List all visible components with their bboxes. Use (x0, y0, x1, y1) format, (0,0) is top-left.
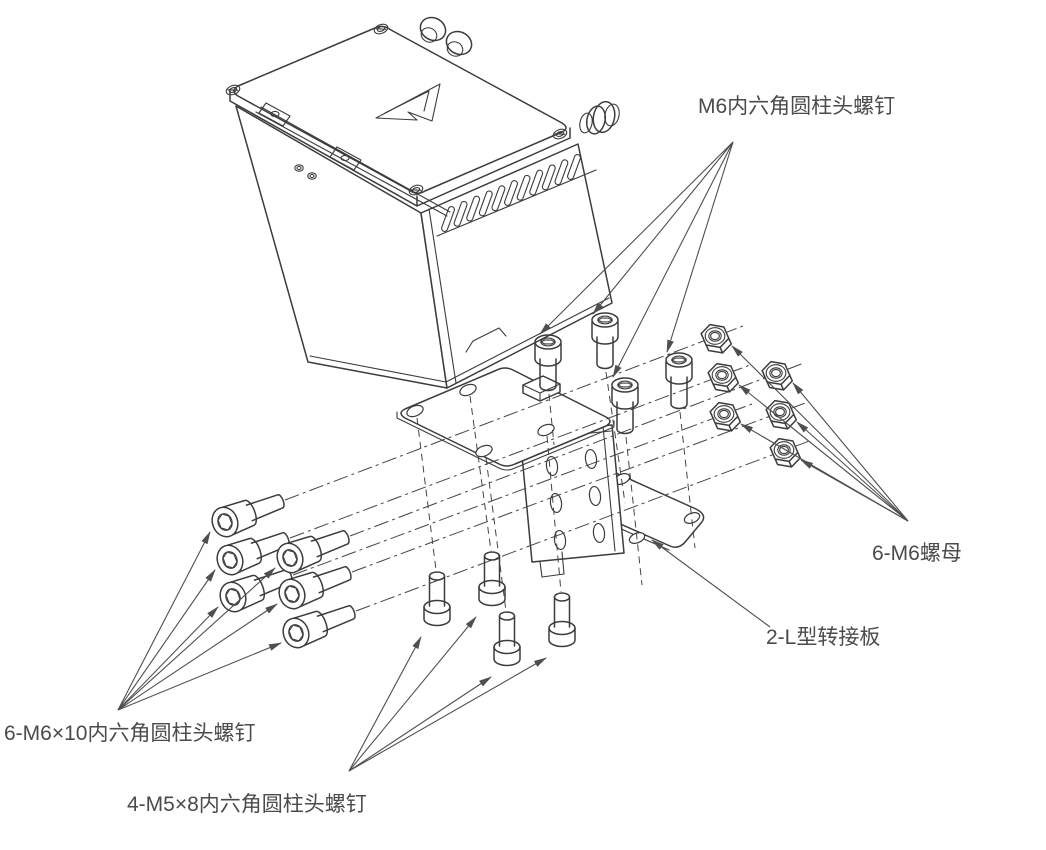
label-m6-nuts: 6-M6螺母 (872, 542, 962, 565)
m6-nut (761, 360, 794, 391)
m6-screw (665, 352, 693, 410)
leader-m6x10-screws (117, 531, 282, 711)
device-box (224, 16, 620, 389)
l-bracket-vertical-face (519, 424, 625, 578)
label-m6x10-screws: 6-M6×10内六角圆柱头螺钉 (4, 722, 256, 745)
connector-ports (419, 16, 620, 135)
m5x8-screw (423, 571, 451, 627)
leader-l-bracket (651, 539, 771, 628)
label-m6-screws: M6内六角圆柱头螺钉 (698, 95, 896, 118)
box-bottom-notch (465, 327, 507, 353)
centerlines (284, 325, 813, 612)
m5x8-screw (478, 551, 506, 607)
m5x8-screws-group (423, 551, 576, 667)
m6-nut (707, 362, 740, 393)
m6-screw (591, 312, 619, 370)
m6-nut (700, 323, 733, 354)
leader-m6-screws (539, 141, 734, 378)
m6-nuts-group (700, 323, 802, 468)
box-right-face (420, 143, 613, 389)
bracket-bottom-tab (539, 551, 565, 578)
m6-nut (709, 401, 742, 432)
m6x10-screw (207, 485, 290, 542)
label-l-bracket: 2-L型转接板 (766, 626, 881, 649)
m6-screw (611, 377, 639, 435)
m5x8-screw (493, 611, 521, 667)
label-m5x8-screws: 4-M5×8内六角圆柱头螺钉 (127, 793, 367, 816)
m5x8-screw (548, 592, 576, 648)
m6-nut (769, 437, 802, 468)
leader-m5x8-screws (348, 616, 547, 772)
m6x10-screws-group (207, 485, 361, 653)
lid-channel (255, 106, 451, 217)
status-led-indicators (294, 164, 317, 180)
lid-clamp-blocks (258, 102, 362, 171)
vent-grille (441, 154, 581, 232)
leader-m6-nuts (731, 345, 909, 522)
brand-logo-icon (375, 83, 441, 122)
